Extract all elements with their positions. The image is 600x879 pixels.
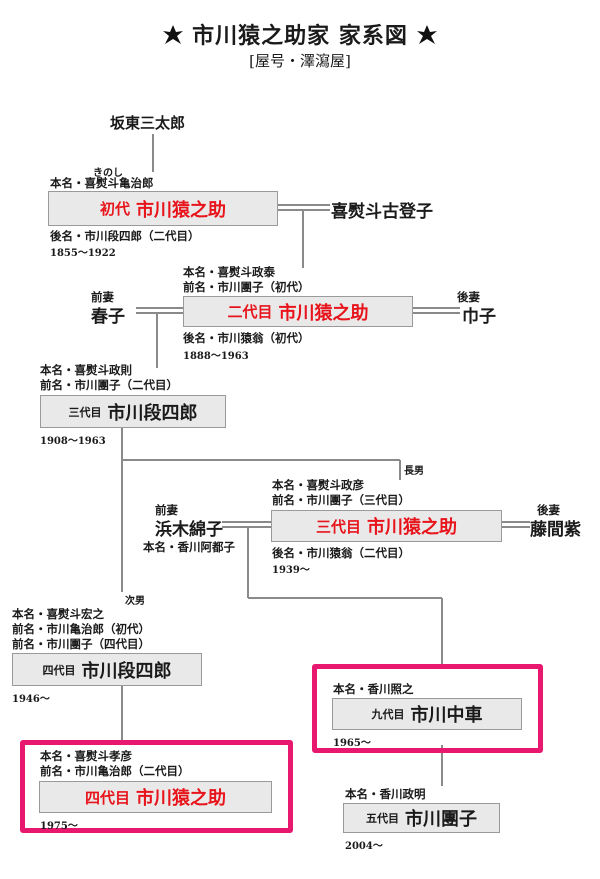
box-gen2-ennosuke: 二代目市川猿之助 xyxy=(183,296,413,327)
gen2-later: 後名・市川猿翁（初代） xyxy=(183,331,310,345)
generation-label: 四代目 xyxy=(42,663,76,677)
hoko-role: 後妻 xyxy=(457,290,480,304)
danshiro4-relation: 次男 xyxy=(125,596,145,607)
person-fujima: 藤間紫 xyxy=(530,520,581,540)
danko5-dates: 2004～ xyxy=(345,841,383,852)
person-kitoko: 喜熨斗古登子 xyxy=(331,202,433,222)
stage-name: 市川中車 xyxy=(410,705,483,726)
gen4-honmyo: 本名・喜熨斗孝彦 xyxy=(40,749,132,763)
omodaka-crest-icon xyxy=(162,24,184,51)
person-hoko: 巾子 xyxy=(462,307,496,327)
gen1-later: 後名・市川段四郎（二代目） xyxy=(50,229,200,243)
gen2-honmyo: 本名・喜熨斗政泰 xyxy=(183,265,275,279)
gen3-honmyo: 本名・喜熨斗政彦 xyxy=(272,478,364,492)
danshiro3-former: 前名・市川團子（二代目） xyxy=(40,378,178,392)
page-subtitle: [屋号・澤瀉屋] xyxy=(249,52,351,70)
gen1-ruby: きのし xyxy=(93,168,123,179)
danshiro4-dates: 1946～ xyxy=(12,694,50,705)
box-gen4-ennosuke: 四代目市川猿之助 xyxy=(39,781,272,813)
highlight-frame-chusha xyxy=(312,664,543,753)
gen1-honmyo: 本名・喜熨斗亀治郎 xyxy=(50,176,154,190)
generation-label: 三代目 xyxy=(68,405,102,419)
box-danko5: 五代目市川團子 xyxy=(343,803,500,833)
hamaki-honmyo: 本名・香川阿都子 xyxy=(143,540,235,554)
gen4-dates: 1975～ xyxy=(40,821,78,832)
box-chusha: 九代目市川中車 xyxy=(332,698,522,730)
box-danshiro3: 三代目市川段四郎 xyxy=(40,395,226,428)
person-bando: 坂東三太郎 xyxy=(110,114,186,132)
haruko-role: 前妻 xyxy=(91,290,114,304)
gen4-former: 前名・市川亀治郎（二代目） xyxy=(40,764,190,778)
gen3-relation: 長男 xyxy=(404,466,424,477)
stage-name: 市川猿之助 xyxy=(136,788,226,809)
hamaki-role: 前妻 xyxy=(155,503,178,517)
danshiro4-former2: 前名・市川團子（四代目） xyxy=(12,637,150,651)
person-haruko: 春子 xyxy=(91,307,125,327)
box-gen3-ennosuke: 三代目市川猿之助 xyxy=(271,510,502,542)
generation-label: 初代 xyxy=(99,200,130,218)
chusha-honmyo: 本名・香川照之 xyxy=(333,682,414,696)
generation-label: 三代目 xyxy=(315,517,361,536)
danshiro4-former1: 前名・市川亀治郎（初代） xyxy=(12,622,150,636)
generation-label: 二代目 xyxy=(227,303,273,321)
person-hamaki: 浜木綿子 xyxy=(155,520,223,540)
generation-label: 四代目 xyxy=(84,788,130,807)
gen3-dates: 1939～ xyxy=(272,565,310,576)
fujima-role: 後妻 xyxy=(537,503,560,517)
danshiro3-honmyo: 本名・喜熨斗政則 xyxy=(40,363,132,377)
stage-name: 市川猿之助 xyxy=(136,199,226,221)
stage-name: 市川段四郎 xyxy=(107,402,198,424)
box-danshiro4: 四代目市川段四郎 xyxy=(12,653,202,686)
stage-name: 市川猿之助 xyxy=(278,302,369,324)
gen3-former: 前名・市川團子（三代目） xyxy=(272,493,410,507)
gen1-dates: 1855～1922 xyxy=(50,248,116,259)
generation-label: 九代目 xyxy=(371,708,405,721)
danshiro4-honmyo: 本名・喜熨斗宏之 xyxy=(12,607,104,621)
highlight-frame-gen4 xyxy=(20,740,293,833)
page-title: 市川猿之助家 家系図 xyxy=(0,18,600,51)
gen2-former: 前名・市川團子（初代） xyxy=(183,280,310,294)
chusha-dates: 1965～ xyxy=(333,738,371,749)
gen3-later: 後名・市川猿翁（二代目） xyxy=(272,546,410,560)
box-gen1-ennosuke: 初代市川猿之助 xyxy=(48,191,278,226)
stage-name: 市川猿之助 xyxy=(367,517,457,538)
gen2-dates: 1888～1963 xyxy=(183,351,249,362)
stage-name: 市川團子 xyxy=(405,809,477,830)
danko5-honmyo: 本名・香川政明 xyxy=(345,787,426,801)
generation-label: 五代目 xyxy=(366,812,399,825)
stage-name: 市川段四郎 xyxy=(81,660,172,682)
title-text: 市川猿之助家 家系図 xyxy=(192,23,408,49)
danshiro3-dates: 1908～1963 xyxy=(40,436,106,447)
omodaka-crest-icon xyxy=(416,24,438,51)
